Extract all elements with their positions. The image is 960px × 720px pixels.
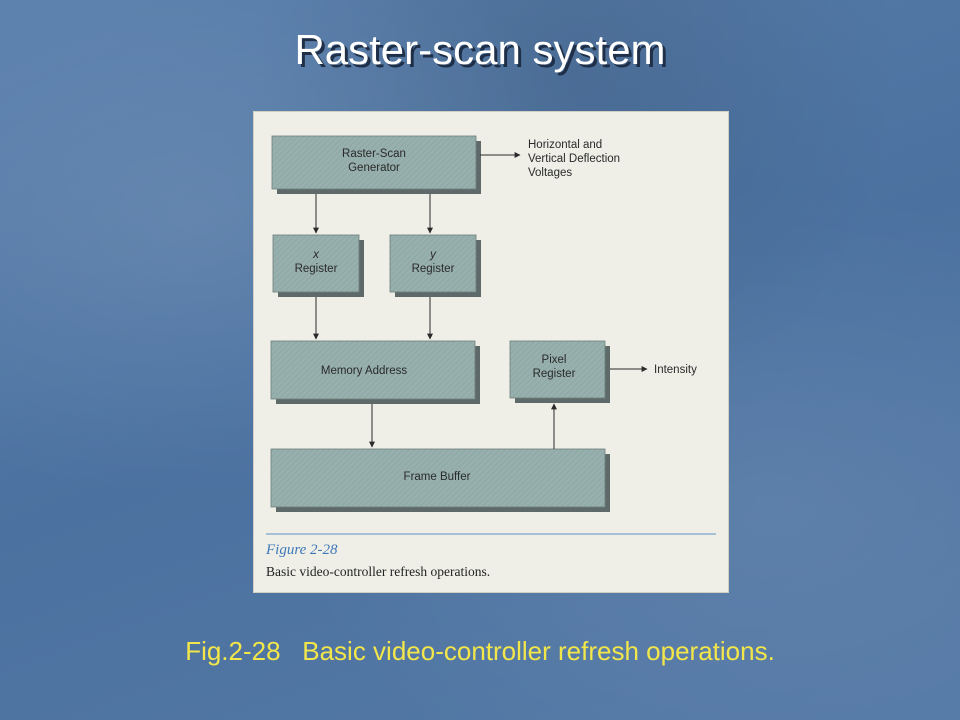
pixel-register-label-line2: Register [533,368,576,380]
memory-address-label: Memory Address [321,365,408,377]
frame-buffer-block: Frame Buffer [270,448,610,512]
frame-buffer-label: Frame Buffer [404,471,471,483]
figure-image: Raster-Scan Generator x Register y Regis… [254,112,728,592]
pixel-register-block: Pixel Register [509,340,610,403]
x-register-label-var: x [312,249,320,261]
generator-label-line1: Raster-Scan [342,148,406,160]
generator-label-line2: Generator [348,162,400,174]
deflection-label-line1: Horizontal and [528,139,602,151]
block-diagram: Raster-Scan Generator x Register y Regis… [265,135,716,579]
deflection-label-line3: Voltages [528,167,572,179]
intensity-label: Intensity [654,364,697,376]
slide-caption: Fig.2-28 Basic video-controller refresh … [185,636,775,666]
y-register-label-var: y [429,249,437,261]
figure-caption-label: Figure 2-28 [265,542,338,558]
pixel-register-label-line1: Pixel [542,354,567,366]
figure-caption-text: Basic video-controller refresh operation… [266,564,490,579]
memory-address-block: Memory Address [270,340,480,404]
y-register-label-text: Register [412,263,455,275]
y-register-block: y Register [389,234,481,297]
slide-title: Raster-scan system [294,26,666,73]
x-register-block: x Register [272,234,364,297]
x-register-label-text: Register [295,263,338,275]
deflection-label-line2: Vertical Deflection [528,153,620,165]
raster-scan-generator-block: Raster-Scan Generator [271,135,481,194]
